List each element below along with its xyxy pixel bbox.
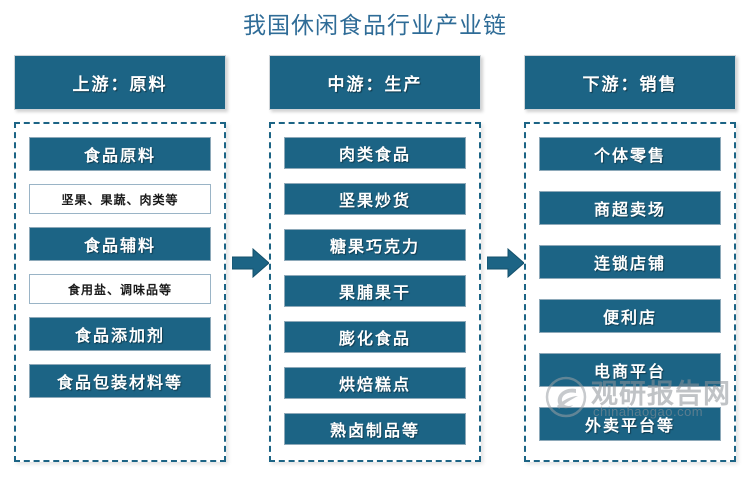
node-upstream-2[interactable]: 坚果、果蔬、肉类等 [29,184,211,214]
node-upstream-1[interactable]: 食品原料 [29,137,211,171]
column-downstream: 下游：销售 个体零售 商超卖场 连锁店铺 便利店 电商平台 外卖平台等 [524,55,736,462]
arrow-right-icon [487,248,525,278]
arrow-right-icon [232,248,270,278]
node-upstream-5[interactable]: 食品添加剂 [29,317,211,351]
column-upstream: 上游：原料 食品原料 坚果、果蔬、肉类等 食品辅料 食用盐、调味品等 食品添加剂… [14,55,226,462]
node-downstream-3[interactable]: 连锁店铺 [539,245,721,279]
node-midstream-3[interactable]: 糖果巧克力 [284,229,466,261]
node-downstream-5[interactable]: 电商平台 [539,353,721,387]
page-title: 我国休闲食品行业产业链 [243,13,507,38]
column-midstream: 中游：生产 肉类食品 坚果炒货 糖果巧克力 果脯果干 膨化食品 烘焙糕点 熟卤制… [269,55,481,462]
node-midstream-4[interactable]: 果脯果干 [284,275,466,307]
column-header-downstream: 下游：销售 [524,55,736,110]
node-midstream-1[interactable]: 肉类食品 [284,137,466,169]
column-header-upstream: 上游：原料 [14,55,226,110]
node-downstream-2[interactable]: 商超卖场 [539,191,721,225]
node-upstream-3[interactable]: 食品辅料 [29,227,211,261]
node-downstream-6[interactable]: 外卖平台等 [539,407,721,441]
node-upstream-4[interactable]: 食用盐、调味品等 [29,274,211,304]
node-downstream-1[interactable]: 个体零售 [539,137,721,171]
node-upstream-6[interactable]: 食品包装材料等 [29,364,211,398]
node-midstream-6[interactable]: 烘焙糕点 [284,367,466,399]
column-body-downstream: 个体零售 商超卖场 连锁店铺 便利店 电商平台 外卖平台等 [524,122,736,462]
column-body-upstream: 食品原料 坚果、果蔬、肉类等 食品辅料 食用盐、调味品等 食品添加剂 食品包装材… [14,122,226,462]
node-downstream-4[interactable]: 便利店 [539,299,721,333]
column-body-midstream: 肉类食品 坚果炒货 糖果巧克力 果脯果干 膨化食品 烘焙糕点 熟卤制品等 [269,122,481,462]
column-header-midstream: 中游：生产 [269,55,481,110]
node-midstream-2[interactable]: 坚果炒货 [284,183,466,215]
node-midstream-7[interactable]: 熟卤制品等 [284,413,466,445]
node-midstream-5[interactable]: 膨化食品 [284,321,466,353]
